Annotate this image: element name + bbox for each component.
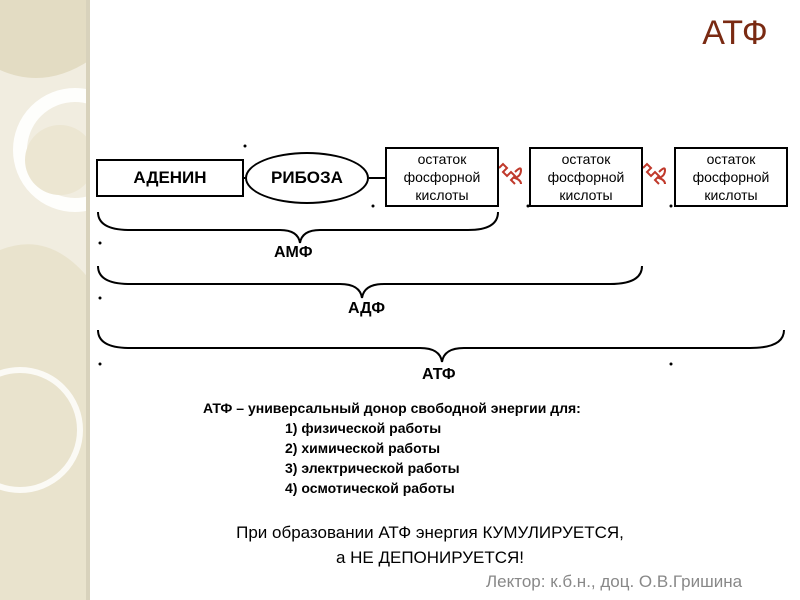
brace-adp xyxy=(97,265,643,299)
phosphate-residue-2: остаток фосфорной кислоты xyxy=(529,147,643,207)
phosphate-line: фосфорной xyxy=(692,169,770,185)
phosphate-line: кислоты xyxy=(559,187,613,203)
side-decoration xyxy=(0,0,90,600)
slide-title: АТФ xyxy=(702,14,768,52)
amp-label: АМФ xyxy=(274,244,313,261)
lecturer-credit: Лектор: к.б.н., доц. О.В.Гришина xyxy=(486,572,743,591)
phosphate-line: фосфорной xyxy=(403,169,481,185)
atp-label: АТФ xyxy=(422,366,456,383)
phosphate-line: остаток xyxy=(417,151,467,167)
phosphate-residue-1: остаток фосфорной кислоты xyxy=(385,147,499,207)
adp-label: АДФ xyxy=(348,300,385,317)
phosphate-line: остаток xyxy=(561,151,611,167)
atp-structure-diagram xyxy=(97,144,785,366)
ribose-block: РИБОЗА xyxy=(245,152,369,204)
list-item: 3) электрической работы xyxy=(285,460,460,476)
phosphate-residue-3: остаток фосфорной кислоты xyxy=(674,147,788,207)
brace-amp xyxy=(97,211,499,244)
list-item: 4) осмотической работы xyxy=(285,480,455,496)
high-energy-bond-2 xyxy=(642,162,667,185)
phosphate-line: кислоты xyxy=(704,187,758,203)
conclusion-line-2: а НЕ ДЕПОНИРУЕТСЯ! xyxy=(335,548,525,567)
brace-atp xyxy=(97,329,785,363)
work-types-list: 1) физической работы 2) химической работ… xyxy=(285,418,460,498)
conclusion-line-1: При образовании АТФ энергия КУМУЛИРУЕТСЯ… xyxy=(236,523,624,542)
phosphate-line: фосфорной xyxy=(547,169,625,185)
phosphate-line: остаток xyxy=(706,151,756,167)
adenine-block: АДЕНИН xyxy=(96,159,244,197)
conclusion-text: При образовании АТФ энергия КУМУЛИРУЕТСЯ… xyxy=(180,520,680,570)
description-heading: АТФ – универсальный донор свободной энер… xyxy=(203,400,581,416)
phosphate-line: кислоты xyxy=(415,187,469,203)
list-item: 2) химической работы xyxy=(285,440,441,456)
adenine-label: АДЕНИН xyxy=(133,168,207,187)
high-energy-bond-1 xyxy=(498,162,523,185)
ribose-label: РИБОЗА xyxy=(271,168,343,187)
list-item: 1) физической работы xyxy=(285,420,442,436)
